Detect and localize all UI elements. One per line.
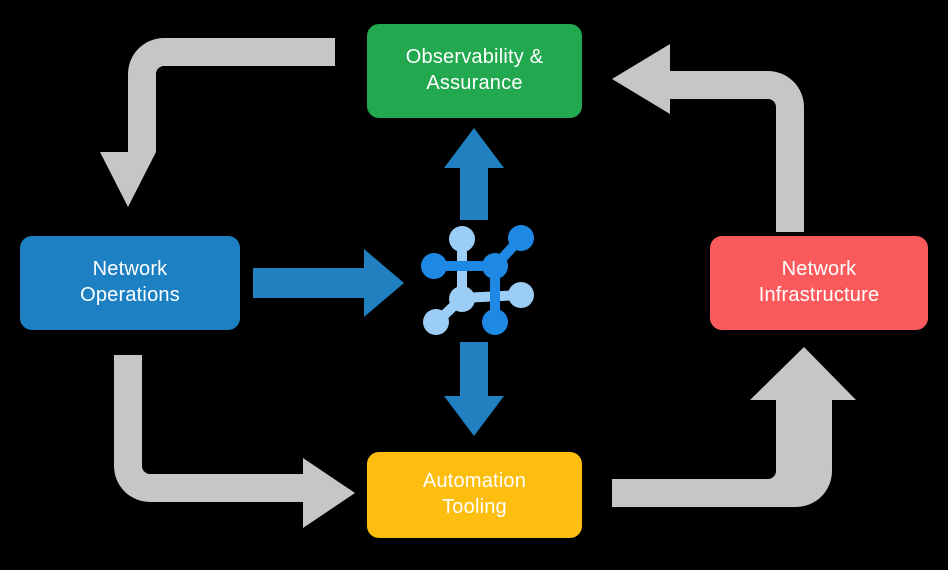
node-box-automation-tooling[interactable]: Automation Tooling: [367, 452, 582, 538]
node-label-observability: Observability & Assurance: [405, 46, 544, 94]
node-label-automation-tooling: Automation Tooling: [422, 470, 527, 518]
arrow-core-to-automation: [444, 342, 504, 436]
arrow-core-to-observability: [444, 128, 504, 220]
arrow-infrastructure-to-observability: [612, 44, 804, 232]
node-label-network-operations: Network Operations: [80, 258, 180, 306]
topology-nodes-light: [423, 226, 534, 335]
arrow-automation-to-infrastructure: [612, 347, 856, 507]
arrow-operations-to-core: [253, 249, 404, 317]
node-label-network-infrastructure: Network Infrastructure: [758, 258, 880, 306]
node-box-network-operations[interactable]: Network Operations: [20, 236, 240, 330]
topology-nodes-dark: [421, 225, 534, 335]
arrow-observability-to-operations: [100, 38, 335, 207]
arrow-operations-to-automation: [114, 355, 355, 528]
node-box-observability[interactable]: Observability & Assurance: [367, 24, 582, 118]
node-box-network-infrastructure[interactable]: Network Infrastructure: [710, 236, 928, 330]
